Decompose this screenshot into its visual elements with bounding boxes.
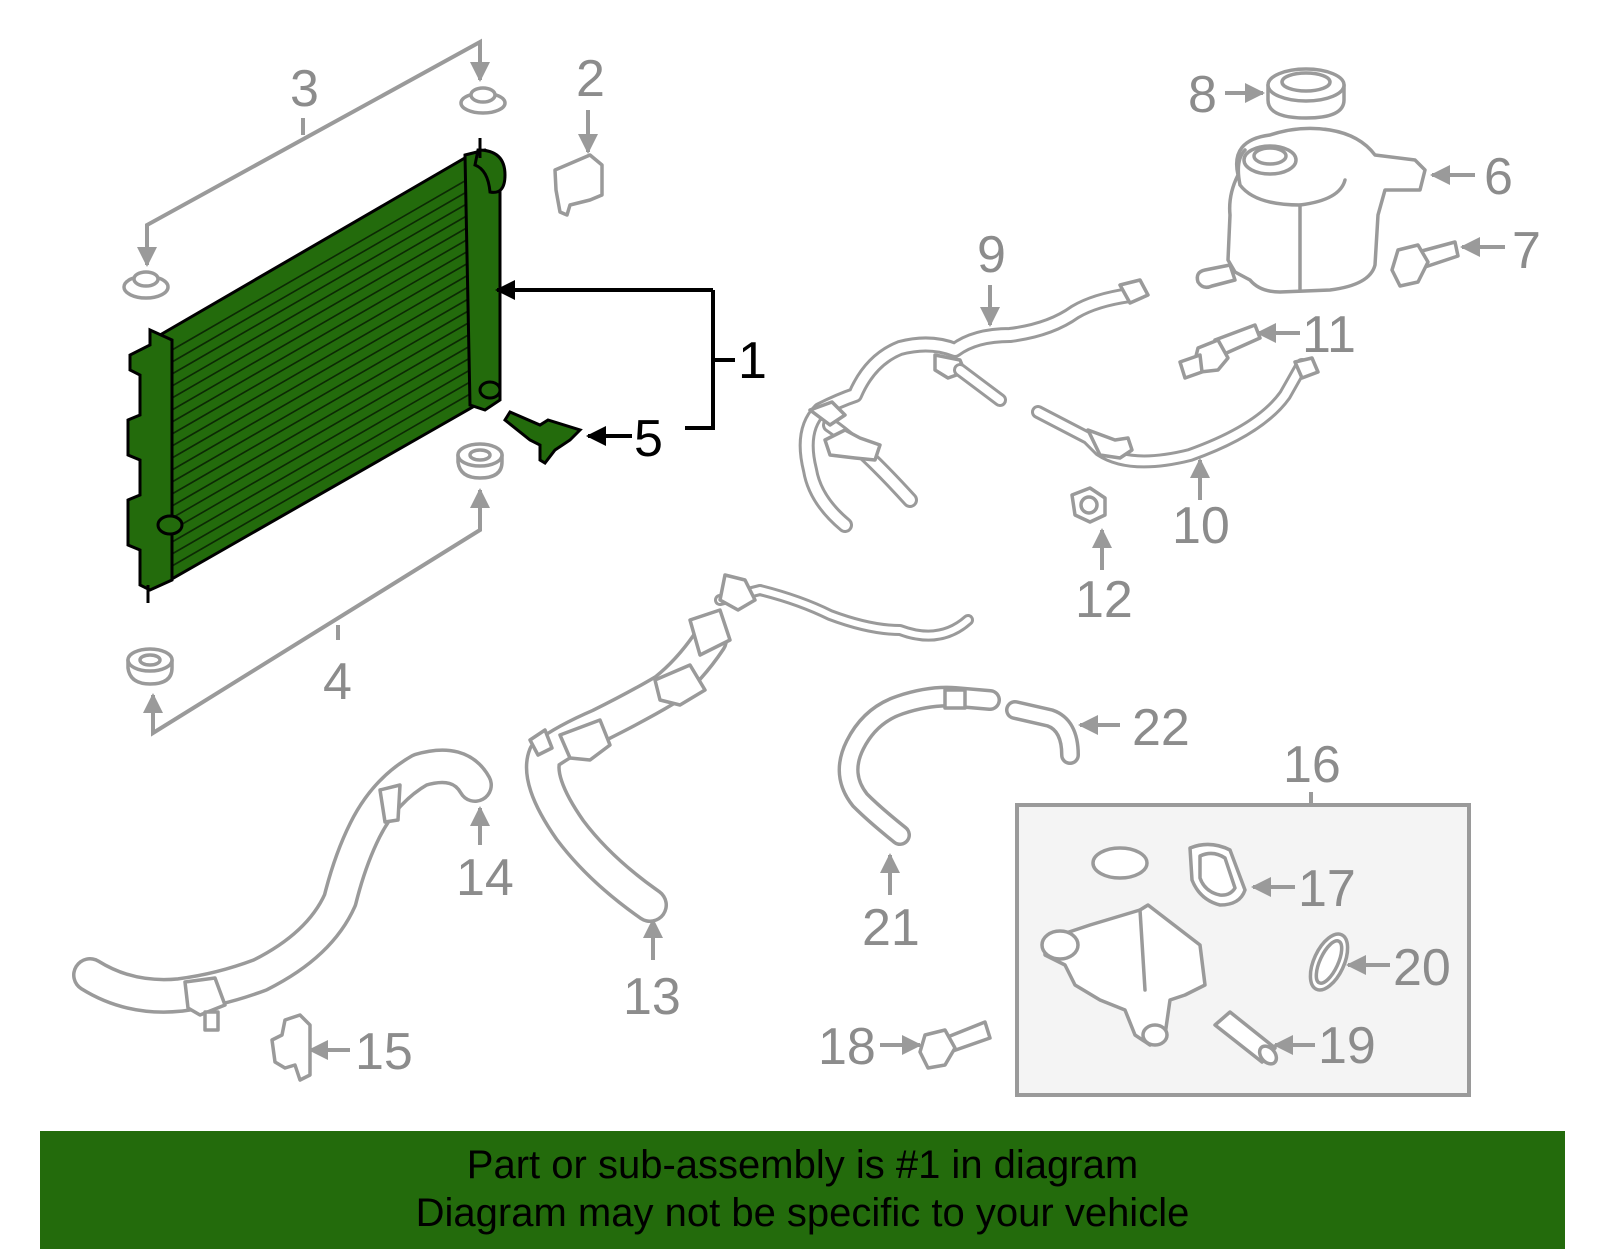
callout-2: 2: [576, 50, 605, 108]
reservoir-part-6: [1195, 126, 1427, 294]
o-ring-left: [1091, 846, 1149, 880]
callout-18: 18: [818, 1018, 876, 1076]
callout-15: 15: [355, 1023, 413, 1081]
gasket-part-20: [1308, 932, 1350, 992]
callout-20: 20: [1393, 939, 1451, 997]
reservoir-cap-part-8: [1266, 67, 1346, 120]
insulator-lower-right: [456, 442, 504, 480]
leader-lines-1-5: [495, 280, 735, 446]
callout-8: 8: [1188, 66, 1217, 124]
callout-6: 6: [1484, 148, 1513, 206]
insulator-lower-left: [126, 647, 174, 686]
leader-3: [137, 38, 490, 267]
hose-part-14: [72, 748, 493, 1032]
callout-7: 7: [1512, 222, 1541, 280]
sensor-part-11: [1178, 323, 1262, 380]
callout-4: 4: [323, 653, 352, 711]
drain-plug-part-5[interactable]: [503, 410, 583, 465]
hose-part-21: [837, 685, 1001, 846]
insulator-top-left: [122, 270, 170, 300]
clip-part-15: [270, 1013, 312, 1082]
callout-13: 13: [623, 968, 681, 1026]
callout-22: 22: [1132, 699, 1190, 757]
bracket-part-2: [553, 153, 604, 217]
gasket-part-17: [1188, 842, 1247, 907]
callout-9: 9: [977, 226, 1006, 284]
callout-21: 21: [862, 899, 920, 957]
bolt-part-7: [1390, 240, 1460, 288]
banner-line-1: Part or sub-assembly is #1 in diagram: [466, 1143, 1139, 1187]
callout-11: 11: [1302, 306, 1356, 364]
bolt-part-18: [918, 1020, 992, 1070]
hose-part-13: [524, 573, 974, 923]
callout-14: 14: [456, 849, 514, 907]
hose-part-9: [798, 278, 1150, 533]
hose-part-10: [1031, 356, 1320, 469]
insulator-top-right: [459, 86, 507, 115]
callout-12: 12: [1075, 571, 1133, 629]
nut-part-12: [1070, 486, 1107, 524]
callout-16: 16: [1283, 736, 1341, 794]
radiator-part-1[interactable]: [126, 138, 507, 603]
callout-10: 10: [1172, 497, 1230, 555]
banner-line-2: Diagram may not be specific to your vehi…: [415, 1191, 1190, 1235]
part-info-banner: Part or sub-assembly is #1 in diagram Di…: [40, 1131, 1565, 1249]
callout-17: 17: [1298, 860, 1356, 918]
hose-part-22: [1005, 700, 1080, 765]
callout-5: 5: [634, 410, 663, 468]
callout-1: 1: [738, 332, 767, 390]
callout-19: 19: [1318, 1017, 1376, 1075]
housing-part-16: [1040, 903, 1207, 1047]
leader-4: [143, 488, 490, 737]
callout-3: 3: [290, 60, 319, 118]
